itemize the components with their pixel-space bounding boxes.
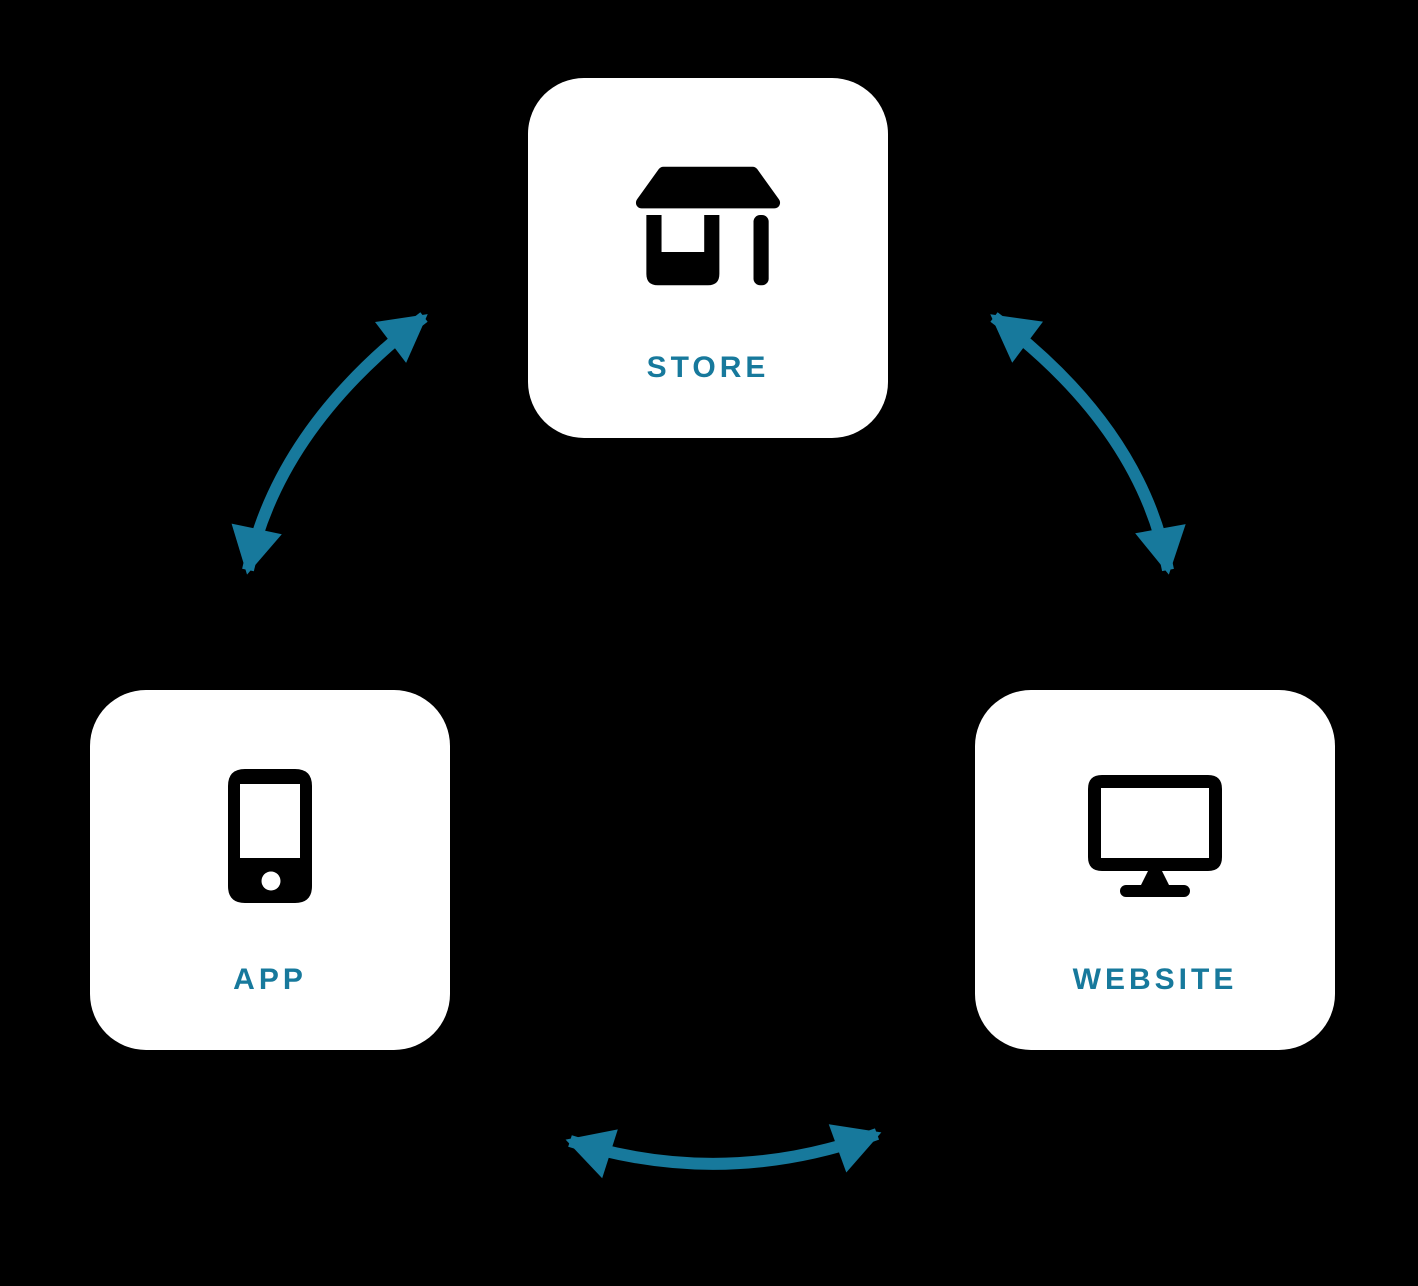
arrow-app-store	[231, 312, 428, 575]
monitor-icon	[975, 775, 1335, 897]
node-website-label: WEBSITE	[1072, 963, 1238, 996]
arrow-app-website	[565, 1124, 882, 1179]
node-app: APP	[90, 690, 450, 1050]
smartphone-icon	[90, 768, 450, 904]
node-store-label: STORE	[646, 351, 770, 384]
arrow-store-website	[990, 312, 1186, 575]
node-website: WEBSITE	[975, 690, 1335, 1050]
node-store: STORE	[528, 78, 888, 438]
node-app-label: APP	[233, 963, 307, 996]
storefront-icon	[528, 161, 888, 289]
